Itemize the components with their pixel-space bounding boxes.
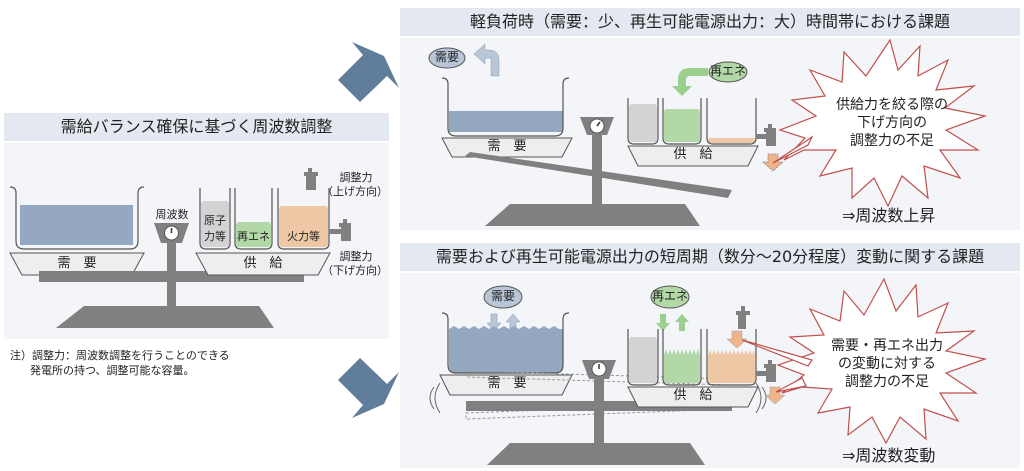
- renewable-down-arrow-icon: [656, 314, 670, 331]
- tap-down-icon: [756, 360, 776, 382]
- tap-up-icon: [304, 168, 318, 190]
- callout-line-1: 需要・再エネ出力: [831, 338, 943, 354]
- scale-base: [487, 443, 705, 465]
- frequency-label: 周波数: [155, 208, 189, 221]
- arrow-up-right-icon: [338, 42, 399, 102]
- renewable-level: [664, 349, 700, 383]
- left-balance-illustration: [9, 168, 351, 328]
- nuclear-level: [629, 337, 657, 383]
- renewable-level: [236, 222, 271, 247]
- renewable-in-arrow-icon: [672, 68, 708, 96]
- renewable-bubble: [708, 61, 748, 83]
- demand-pan: [441, 137, 573, 158]
- callout-line-1: 供給力を絞る際の: [836, 97, 948, 113]
- demand-bubble: [483, 285, 523, 309]
- scale-base: [485, 204, 700, 226]
- tap-up-label-1: 調整力: [339, 171, 373, 184]
- demand-pan-label: 需 要: [487, 376, 527, 391]
- demand-water: [20, 205, 133, 245]
- thermal-label: 火力等: [287, 230, 320, 243]
- scale-beam: [39, 271, 304, 282]
- weak-down-arrow-icon: [761, 153, 785, 172]
- demand-bubble: [428, 47, 466, 69]
- supply-pan-label: 供 給: [243, 256, 283, 271]
- tap-up-icon: [736, 306, 750, 329]
- renewable-bubble-label: 再エネ: [709, 64, 746, 78]
- nuclear-label-1: 原子: [204, 214, 226, 227]
- demand-tub: [441, 77, 570, 137]
- nuclear-label-2: 力等: [204, 230, 226, 243]
- thermal-level: [708, 138, 755, 143]
- demand-water: [449, 111, 563, 132]
- callout-line-3: 調整力の不足: [845, 374, 929, 390]
- callout-burst: [778, 38, 988, 208]
- nuclear-level: [629, 104, 657, 142]
- thermal-level: [708, 350, 755, 383]
- demand-tub: [441, 312, 570, 374]
- demand-down-arrow-icon: [486, 313, 502, 332]
- vibration-right-icon: [755, 382, 767, 414]
- top-balance-illustration: [428, 38, 988, 226]
- left-panel-title: 需給バランス確保に基づく周波数調整: [4, 113, 389, 141]
- left-panel-diagram: 周波数 原子 力等 再エネ 火力等 需 要 供 給 調整力 （上げ方向） 調整力…: [4, 143, 389, 339]
- vibration-left-icon: [429, 382, 441, 414]
- renewable-label: 再エネ: [237, 230, 270, 243]
- demand-out-arrow-icon: [473, 43, 500, 77]
- callout-line-3: 調整力の不足: [850, 133, 934, 149]
- demand-water: [449, 326, 563, 373]
- renewable-bubble: [650, 285, 690, 309]
- renewable-level: [664, 109, 700, 142]
- supply-pan: [627, 386, 759, 408]
- scale-post: [594, 379, 604, 445]
- top-right-panel-diagram: 需要 再エネ 需 要 供 給 供給力を絞る際の 下げ方向の 調整力の不足 ⇒周波…: [400, 38, 1020, 230]
- note-line-1: 注）調整力：周波数調整を行うことのできる: [10, 349, 230, 362]
- demand-bubble-label: 需要: [434, 50, 459, 64]
- supply-pan: [627, 145, 759, 167]
- result-frequency-fluctuation: ⇒周波数変動: [842, 446, 936, 465]
- callout-burst: [776, 277, 988, 445]
- tap-down-label-1: 調整力: [339, 250, 373, 263]
- supply-pan-label: 供 給: [673, 147, 713, 162]
- result-frequency-rise: ⇒周波数上昇: [842, 206, 936, 225]
- demand-bubble-label: 需要: [490, 289, 515, 303]
- tap-up-label-2: （上げ方向）: [322, 185, 388, 198]
- arrow-down-right-icon: [338, 358, 399, 418]
- tap-down-icon: [756, 124, 776, 146]
- scale-post: [592, 135, 602, 205]
- demand-pan-label: 需 要: [57, 256, 97, 271]
- renewable-up-arrow-icon: [675, 314, 689, 331]
- demand-pan: [439, 374, 573, 396]
- bottom-balance-illustration: [429, 277, 988, 465]
- up-adjust-arrow-icon: [726, 330, 748, 349]
- demand-pan-label: 需 要: [487, 139, 527, 154]
- bottom-right-panel-diagram: 需要 再エネ 需 要 供 給 需要・再エネ出力 の変動に対する 調整力の不足 ⇒…: [400, 273, 1020, 468]
- down-adjust-arrow-icon: [764, 386, 786, 405]
- tap-down-icon: [329, 219, 351, 241]
- demand-tub: [9, 186, 145, 250]
- bottom-right-panel-title: 需要および再生可能電源出力の短周期（数分～20分程度）変動に関する課題: [400, 243, 1020, 271]
- nuclear-level: [201, 201, 229, 247]
- tap-down-label-2: （下げ方向）: [322, 264, 388, 277]
- supply-pan: [195, 252, 331, 276]
- scale-base: [56, 306, 274, 328]
- callout-line-2: 下げ方向の: [857, 115, 927, 131]
- top-right-panel-title: 軽負荷時（需要：少、再生可能電源出力：大）時間帯における課題: [400, 8, 1020, 36]
- supply-pan-label: 供 給: [673, 388, 713, 403]
- note-line-2: 発電所の持つ、調整可能な容量。: [30, 364, 195, 377]
- callout-line-2: の変動に対する: [838, 356, 936, 372]
- thermal-level: [279, 206, 328, 247]
- renewable-bubble-label: 再エネ: [651, 289, 688, 303]
